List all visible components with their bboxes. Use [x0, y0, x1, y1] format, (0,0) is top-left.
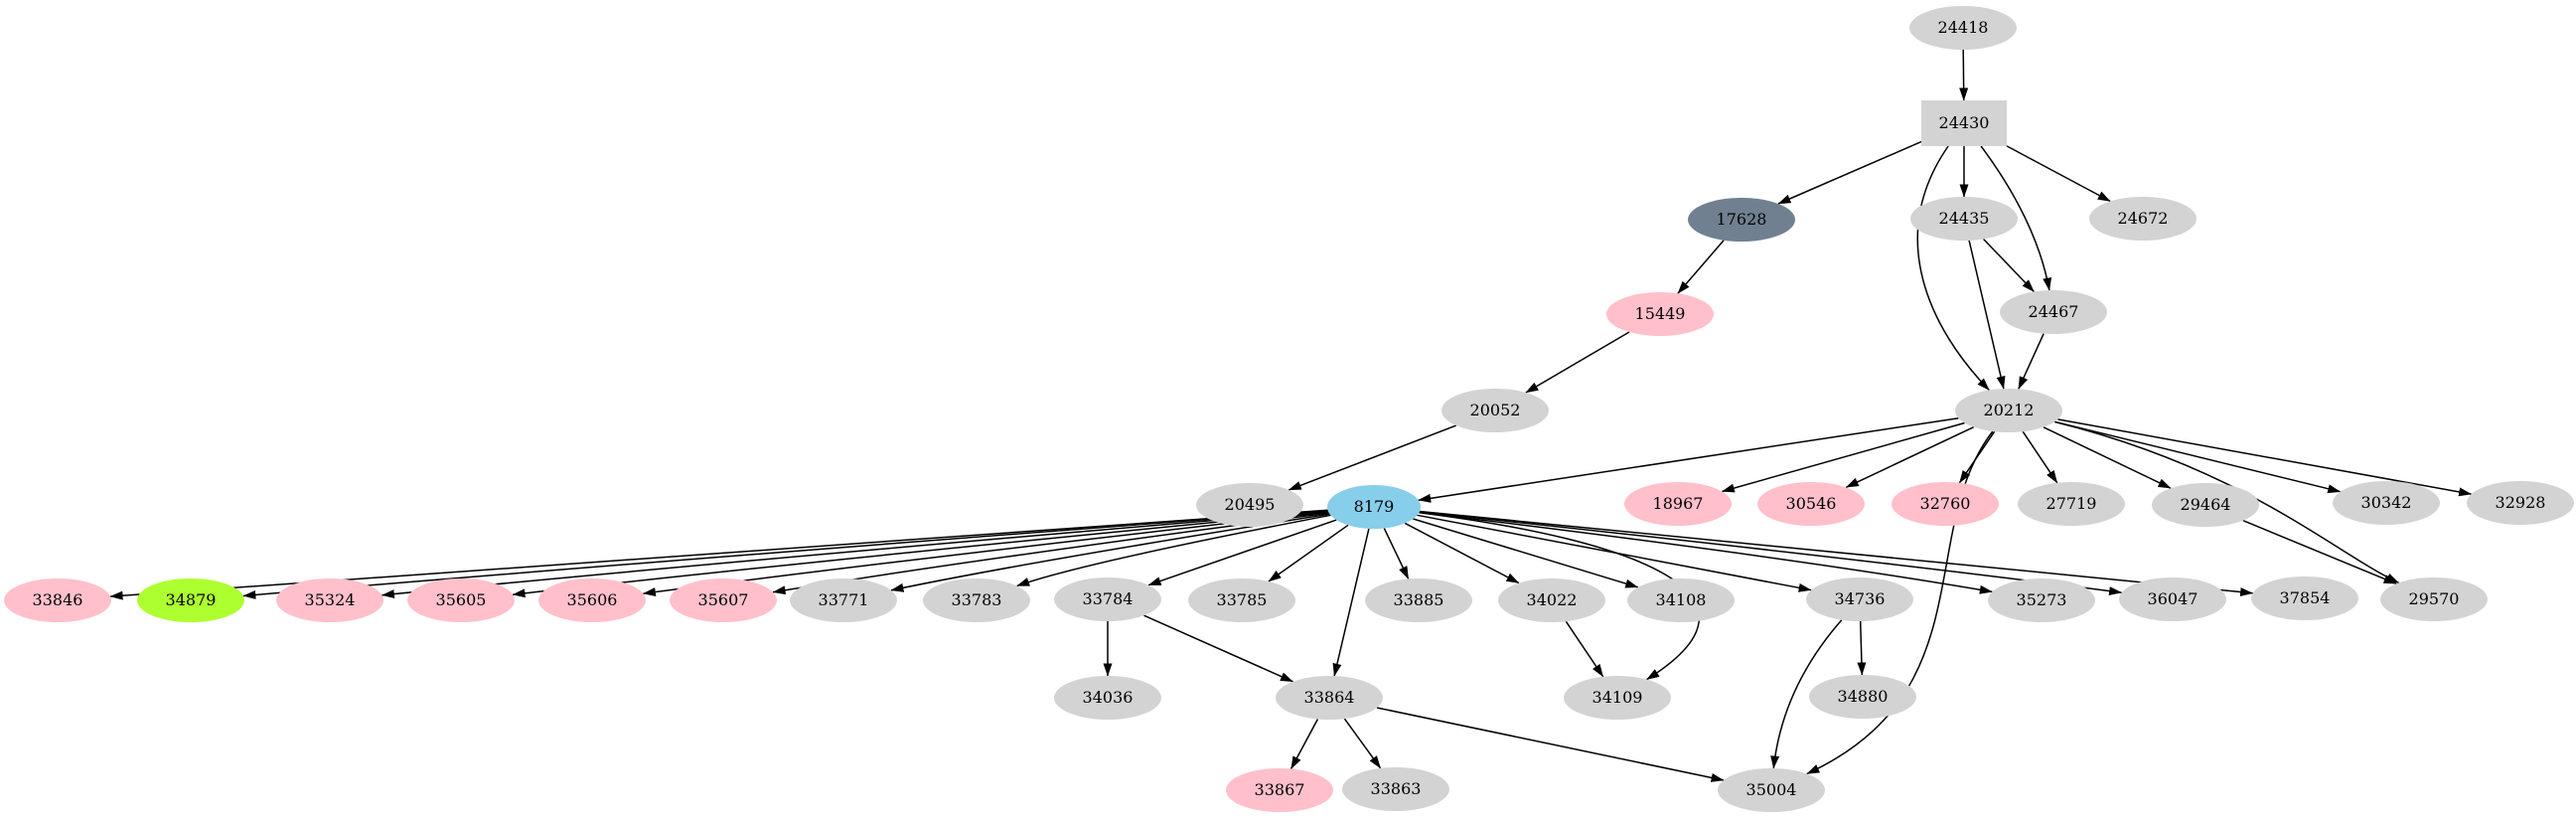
edge-24430-24467	[1980, 145, 2052, 291]
node-35605[interactable]: 35605	[407, 578, 515, 622]
edge-24430-24672	[2006, 145, 2111, 203]
node-24672[interactable]: 24672	[2089, 197, 2197, 241]
node-15449[interactable]: 15449	[1606, 292, 1714, 336]
edge-20212-18967	[1721, 421, 1965, 493]
node-33785[interactable]: 33785	[1188, 578, 1295, 622]
edge-8179-35273	[1419, 511, 1993, 594]
edge-8179-33771	[890, 513, 1330, 592]
edge-8179-34022	[1404, 522, 1520, 584]
node-33846[interactable]: 33846	[4, 578, 111, 622]
edge-33864-33867	[1289, 719, 1319, 769]
edge-8179-34108	[1413, 518, 1639, 588]
node-35606[interactable]: 35606	[538, 578, 646, 622]
node-34879[interactable]: 34879	[137, 578, 244, 622]
edge-24435-20212	[1968, 240, 2006, 390]
node-35324[interactable]: 35324	[276, 578, 383, 622]
edge-8179-33864	[1332, 528, 1370, 677]
node-20052[interactable]: 20052	[1441, 389, 1549, 432]
edge-8179-33785	[1268, 524, 1349, 582]
edge-34022-34109	[1565, 620, 1604, 678]
edge-20212-35004	[1806, 430, 1994, 775]
edge-8179-33885	[1383, 528, 1410, 579]
node-36047[interactable]: 36047	[2119, 577, 2226, 621]
node-17628[interactable]: 17628	[1688, 198, 1795, 242]
edge-33864-33863	[1343, 718, 1382, 769]
edge-15449-20052	[1525, 331, 1630, 394]
node-32928[interactable]: 32928	[2467, 481, 2574, 525]
edge-33864-35004	[1376, 707, 1725, 782]
node-34036[interactable]: 34036	[1054, 676, 1161, 720]
node-34880[interactable]: 34880	[1809, 675, 1916, 719]
edge-24467-20212	[2018, 333, 2045, 390]
node-34736[interactable]: 34736	[1806, 577, 1913, 621]
node-33783[interactable]: 33783	[923, 578, 1030, 622]
edge-33784-33864	[1143, 614, 1293, 683]
node-20495[interactable]: 20495	[1196, 483, 1303, 527]
node-29570[interactable]: 29570	[2380, 577, 2488, 621]
edge-8179-33784	[1147, 519, 1337, 586]
edge-20212-30342	[2054, 420, 2342, 494]
edge-20212-27719	[2022, 430, 2058, 484]
node-37854[interactable]: 37854	[2251, 576, 2358, 620]
node-29464[interactable]: 29464	[2152, 483, 2259, 527]
edge-20212-29570	[2053, 420, 2400, 584]
node-33771[interactable]: 33771	[790, 578, 897, 622]
edge-34736-35004	[1770, 619, 1843, 769]
edge-24430-20212	[1916, 145, 1990, 392]
node-35607[interactable]: 35607	[670, 578, 777, 622]
node-27719[interactable]: 27719	[2018, 482, 2125, 526]
node-32760[interactable]: 32760	[1892, 482, 1999, 526]
edge-24418-24430	[1959, 49, 1969, 101]
edge-8179-33783	[1016, 514, 1331, 587]
edge-8179-35605	[512, 510, 1329, 598]
edge-24430-17628	[1777, 140, 1922, 205]
node-24418[interactable]: 24418	[1909, 6, 2017, 50]
node-33784[interactable]: 33784	[1054, 577, 1161, 621]
node-33867[interactable]: 33867	[1226, 768, 1333, 812]
node-33885[interactable]: 33885	[1365, 578, 1472, 622]
node-34109[interactable]: 34109	[1564, 676, 1671, 720]
edge-20212-30546	[1845, 426, 1975, 488]
edge-20212-8179	[1418, 416, 1959, 503]
node-35004[interactable]: 35004	[1718, 768, 1825, 812]
node-34108[interactable]: 34108	[1627, 578, 1735, 622]
edge-17628-15449	[1677, 240, 1725, 294]
node-33864[interactable]: 33864	[1276, 676, 1383, 720]
node-20212[interactable]: 20212	[1955, 389, 2062, 432]
edge-20052-20495	[1288, 424, 1456, 491]
node-33863[interactable]: 33863	[1342, 767, 1449, 811]
node-30342[interactable]: 30342	[2333, 481, 2440, 525]
node-34022[interactable]: 34022	[1498, 578, 1605, 622]
node-8179[interactable]: 8179	[1327, 485, 1421, 529]
edge-20212-29464	[2043, 426, 2172, 489]
edge-29464-29570	[2242, 520, 2397, 584]
node-30546[interactable]: 30546	[1757, 482, 1865, 526]
node-35273[interactable]: 35273	[1988, 578, 2095, 622]
edge-8179-34109	[1419, 511, 1700, 681]
edge-34736-34880	[1857, 620, 1867, 676]
edge-8179-34879	[242, 509, 1328, 599]
edge-24435-24467	[1983, 238, 2035, 293]
node-18967[interactable]: 18967	[1624, 482, 1732, 526]
edge-8179-34736	[1417, 514, 1812, 592]
node-24435[interactable]: 24435	[1910, 197, 2018, 241]
node-24430[interactable]: 24430	[1921, 100, 2007, 146]
node-24467[interactable]: 24467	[2000, 290, 2107, 334]
